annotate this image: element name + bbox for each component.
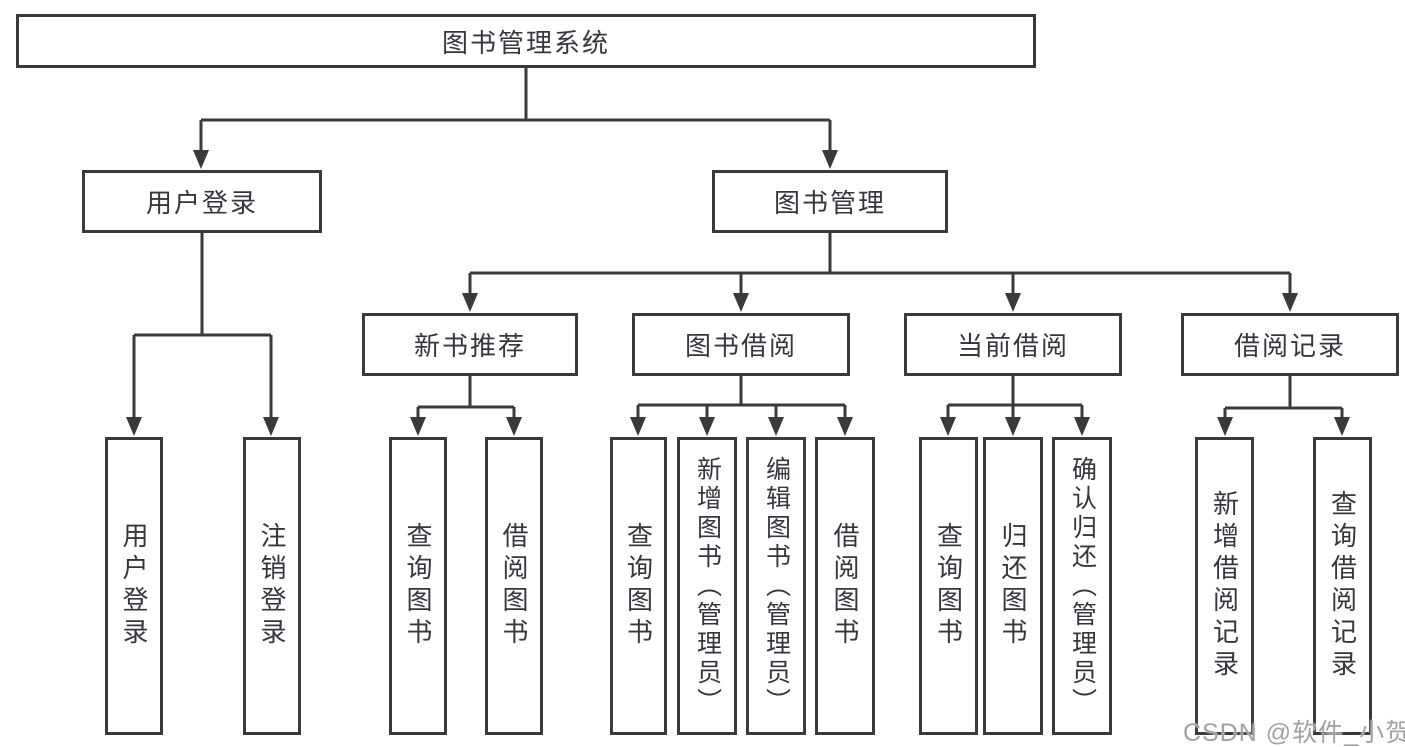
node-book-borrow-label: 图书借阅 <box>684 331 797 361</box>
leaf-edit-book-admin-label: 编辑图书（管理员） <box>762 455 791 717</box>
node-book-management-label: 图书管理 <box>773 188 886 218</box>
leaf-logout-label: 注销登录 <box>257 522 287 650</box>
leaf-return-book-label: 归还图书 <box>998 522 1028 650</box>
node-borrow-records: 借阅记录 <box>1181 313 1399 376</box>
leaf-query-books-current-label: 查询图书 <box>933 522 964 650</box>
leaf-query-borrow-record-label: 查询借阅记录 <box>1327 490 1358 682</box>
leaf-logout: 注销登录 <box>243 437 301 735</box>
leaf-user-login-label: 用户登录 <box>119 522 149 650</box>
node-user-login: 用户登录 <box>82 170 322 233</box>
leaf-query-books-borrow-label: 查询图书 <box>623 522 654 650</box>
node-new-book-recommend-label: 新书推荐 <box>413 331 526 361</box>
leaf-user-login: 用户登录 <box>105 437 163 735</box>
leaf-confirm-return-admin-label: 确认归还（管理员） <box>1068 455 1097 717</box>
csdn-watermark: CSDN @软件_小贺同学 <box>1183 719 1405 747</box>
leaf-query-books-recommend-label: 查询图书 <box>403 522 433 650</box>
leaf-borrow-books: 借阅图书 <box>815 437 875 735</box>
leaf-add-borrow-record: 新增借阅记录 <box>1195 437 1254 735</box>
leaf-query-borrow-record: 查询借阅记录 <box>1313 437 1372 735</box>
leaf-query-books-current: 查询图书 <box>919 437 978 735</box>
node-current-borrow-label: 当前借阅 <box>956 331 1069 361</box>
node-user-login-label: 用户登录 <box>145 188 258 218</box>
node-root-label: 图书管理系统 <box>441 27 610 58</box>
leaf-query-books-recommend: 查询图书 <box>389 437 447 735</box>
leaf-confirm-return-admin: 确认归还（管理员） <box>1052 437 1112 735</box>
node-borrow-records-label: 借阅记录 <box>1233 331 1346 361</box>
leaf-edit-book-admin: 编辑图书（管理员） <box>746 437 806 735</box>
node-new-book-recommend: 新书推荐 <box>362 313 578 376</box>
leaf-add-book-admin-label: 新增图书（管理员） <box>693 455 722 717</box>
leaf-add-book-admin: 新增图书（管理员） <box>677 437 737 735</box>
node-book-borrow: 图书借阅 <box>632 313 850 376</box>
node-root-system: 图书管理系统 <box>16 14 1036 68</box>
leaf-borrow-books-recommend: 借阅图书 <box>485 437 543 735</box>
arrowhead-icons <box>126 150 1350 436</box>
leaf-borrow-books-label: 借阅图书 <box>830 522 860 650</box>
node-current-borrow: 当前借阅 <box>904 313 1122 376</box>
leaf-return-book: 归还图书 <box>983 437 1043 735</box>
node-book-management: 图书管理 <box>712 170 948 233</box>
leaf-query-books-borrow: 查询图书 <box>610 437 667 735</box>
leaf-add-borrow-record-label: 新增借阅记录 <box>1209 490 1240 682</box>
leaf-borrow-books-recommend-label: 借阅图书 <box>499 522 529 650</box>
